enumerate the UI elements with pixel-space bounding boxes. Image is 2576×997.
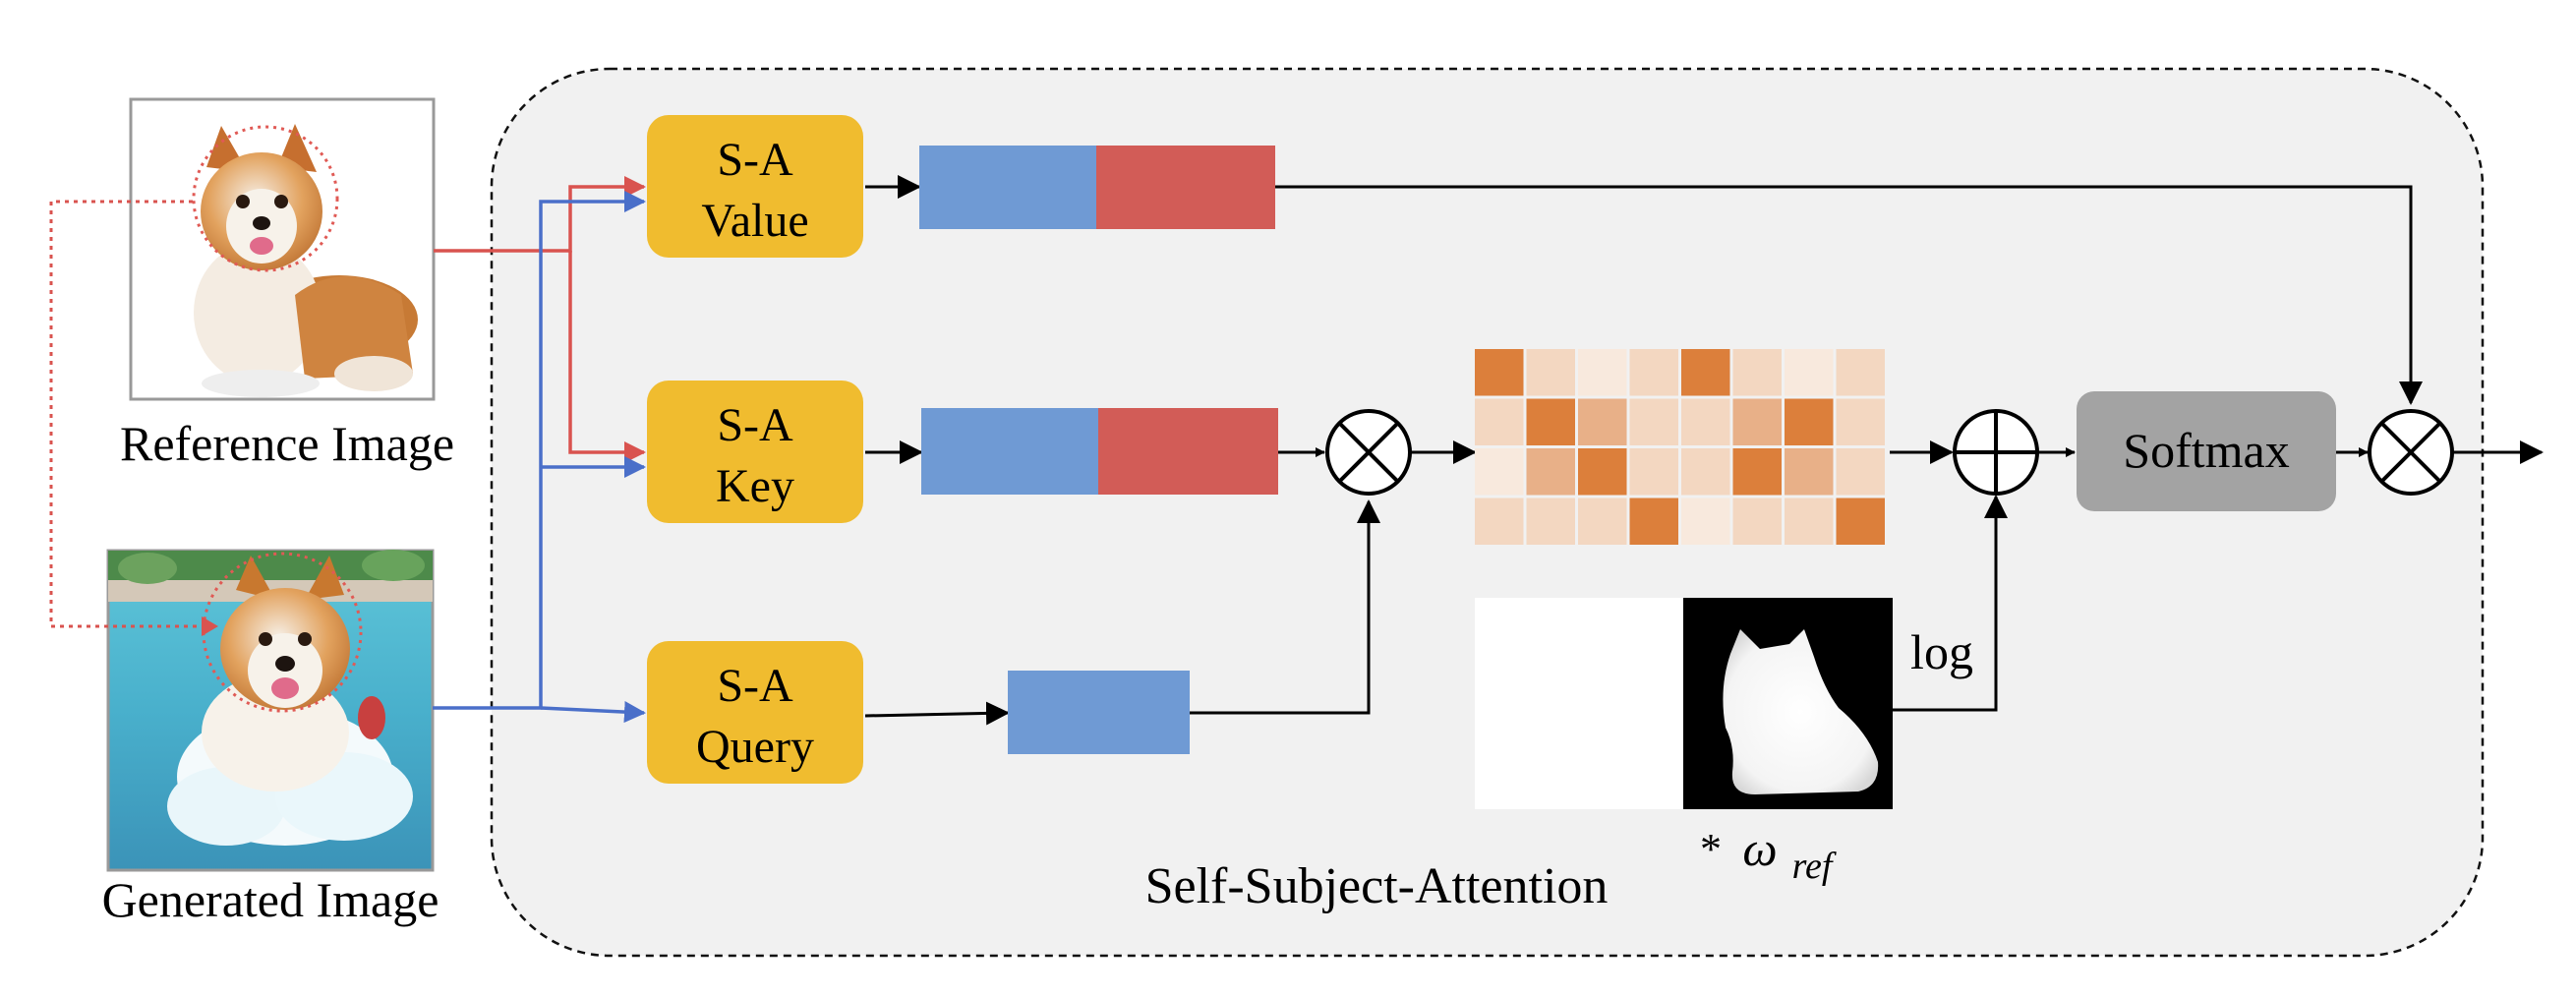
generated-image-label: Generated Image (102, 872, 439, 927)
multiply-icon (1325, 409, 1412, 496)
weight-symbol: ω (1742, 821, 1777, 876)
reference-to-attention-arrows (434, 176, 646, 463)
attention-cell (1836, 498, 1885, 545)
softmax-block: Softmax (2077, 391, 2336, 511)
sa-key-line1: S-A (717, 399, 793, 451)
log-label: log (1910, 624, 1973, 679)
generated-to-attention-arrows (433, 191, 646, 724)
attention-cell (1526, 398, 1575, 445)
sa-value-block: S-A Value (647, 115, 863, 258)
attention-cell (1732, 349, 1782, 396)
attention-cell (1681, 498, 1730, 545)
attention-cell (1629, 349, 1678, 396)
weight-subscript: ref (1792, 846, 1837, 887)
attention-cell (1732, 448, 1782, 496)
sa-query-line1: S-A (717, 660, 793, 712)
attention-cell (1526, 498, 1575, 545)
multiply-icon (2368, 409, 2454, 496)
sa-value-line1: S-A (717, 134, 793, 186)
attention-cell (1732, 498, 1782, 545)
attention-cell (1836, 448, 1885, 496)
attention-cell (1475, 398, 1524, 445)
query-to-multiply-arrow (1190, 499, 1380, 715)
attention-cell (1475, 448, 1524, 496)
attention-cell (1681, 349, 1730, 396)
query-output-arrow (864, 701, 1010, 726)
attention-cell (1578, 498, 1627, 545)
attention-cell (1836, 349, 1885, 396)
attention-cell (1681, 398, 1730, 445)
attention-cell (1785, 398, 1834, 445)
attention-cell (1475, 349, 1524, 396)
dog-generated-image (106, 549, 435, 872)
attention-map (1475, 349, 1885, 545)
attention-cell (1578, 398, 1627, 445)
attention-cell (1629, 498, 1678, 545)
softmax-label: Softmax (2123, 423, 2289, 478)
attention-cell (1732, 398, 1782, 445)
attention-cell (1836, 398, 1885, 445)
attention-cell (1681, 448, 1730, 496)
reference-image-label: Reference Image (120, 416, 454, 471)
attention-cell (1578, 448, 1627, 496)
value-to-multiply-arrow (1275, 185, 2423, 405)
weight-star: * (1700, 825, 1722, 873)
attention-cell (1578, 349, 1627, 396)
sa-value-line2: Value (701, 195, 808, 247)
attention-cell (1785, 498, 1834, 545)
query-feature-bar (1008, 671, 1190, 754)
correspondence-arrowhead (202, 616, 218, 636)
value-feature-bar (919, 146, 1275, 229)
subject-mask-image (1475, 598, 1893, 809)
attention-cell (1629, 398, 1678, 445)
attention-cell (1629, 448, 1678, 496)
sa-query-block: S-A Query (647, 641, 863, 784)
module-title: Self-Subject-Attention (1145, 858, 1609, 914)
attention-cell (1785, 448, 1834, 496)
key-feature-bar (921, 408, 1278, 495)
attention-cell (1785, 349, 1834, 396)
attention-cell (1475, 498, 1524, 545)
sa-key-line2: Key (716, 460, 794, 512)
sa-key-block: S-A Key (647, 381, 863, 523)
attention-cell (1526, 349, 1575, 396)
correspondence-dotted-line (49, 200, 202, 628)
dog-reference-image (129, 97, 436, 401)
weight-label: * ω ref (1700, 821, 1837, 887)
attention-cell (1526, 448, 1575, 496)
mask-to-add-arrow (1893, 495, 2008, 712)
sa-query-line2: Query (696, 721, 814, 773)
add-icon (1953, 409, 2039, 496)
